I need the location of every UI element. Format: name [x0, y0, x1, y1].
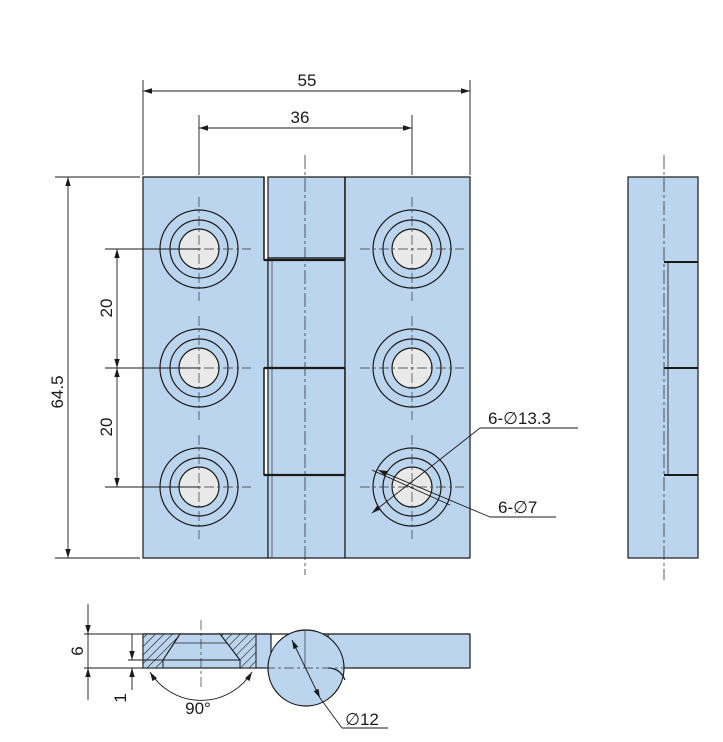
section-hatch-left — [142, 633, 181, 669]
mounting-hole — [360, 435, 464, 539]
center-knuckle-lower — [267, 367, 346, 476]
mounting-hole — [360, 316, 464, 420]
dim-counterbore: 6-∅13.3 — [488, 409, 551, 428]
dim-thickness: 6 — [68, 646, 87, 655]
dim-pitch-lower: 20 — [97, 418, 116, 437]
mounting-hole — [360, 197, 464, 301]
dim-pitch-upper: 20 — [97, 299, 116, 318]
dimension-labels: 55 36 64.5 20 20 6-∅13.3 6-∅7 6 1 90° ∅1… — [48, 71, 551, 729]
dimension-lines — [55, 80, 578, 729]
front-view — [142, 155, 471, 575]
dim-knuckle-diameter: ∅12 — [345, 710, 379, 729]
dim-hole-spacing: 36 — [291, 108, 310, 127]
section-view — [142, 620, 471, 707]
dim-through-hole: 6-∅7 — [498, 498, 537, 517]
dim-countersink-angle: 90° — [185, 699, 211, 718]
dim-base-offset: 1 — [111, 693, 130, 702]
center-knuckle-bottom — [267, 474, 346, 559]
dim-overall-height: 64.5 — [48, 375, 67, 408]
center-knuckle-middle — [267, 257, 346, 369]
side-view — [627, 155, 699, 580]
center-knuckle-upper — [267, 176, 346, 259]
dim-overall-width: 55 — [298, 71, 317, 90]
hole-group — [147, 197, 464, 539]
